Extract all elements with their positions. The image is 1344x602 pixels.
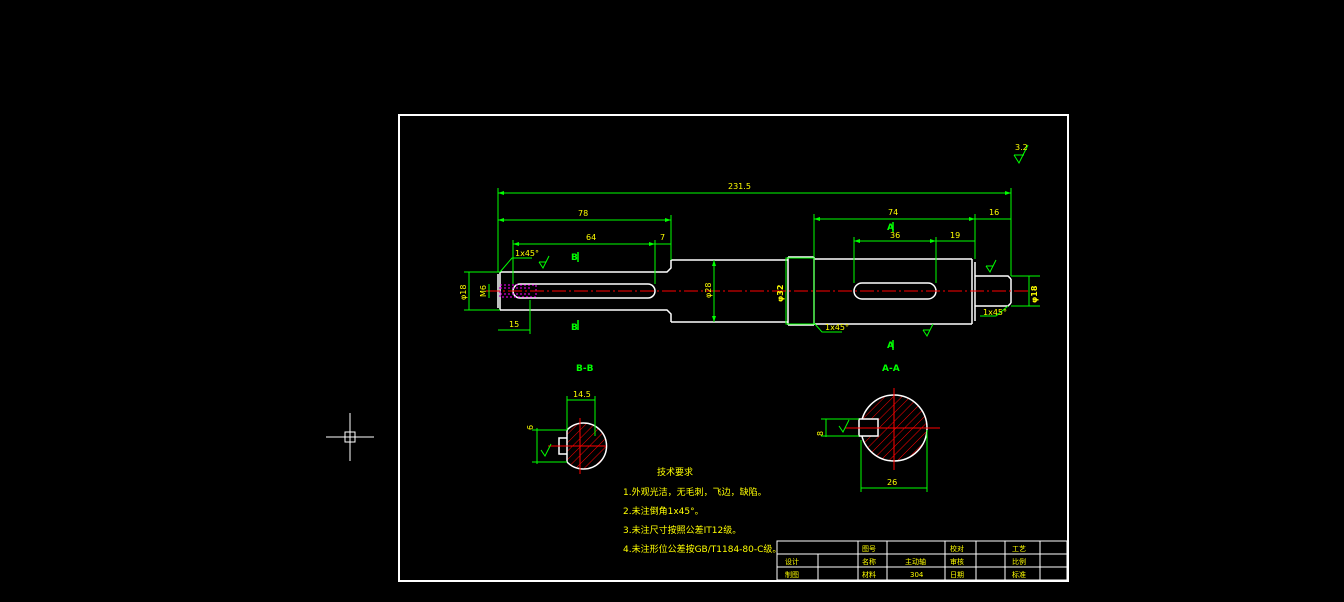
tb-drafter-label: 制图 xyxy=(785,570,799,579)
dim-section-b-depth: 6 xyxy=(526,425,535,430)
title-block xyxy=(776,540,1068,581)
roughness-symbol xyxy=(1013,144,1029,165)
requirement-item-1: 1.外观光洁，无毛刺，飞边，缺陷。 xyxy=(623,486,767,498)
dim-right-key-length: 36 xyxy=(890,231,900,240)
section-b-dimensions xyxy=(532,396,596,464)
tb-process-label: 工艺 xyxy=(1012,545,1026,553)
section-marker-a-top: A xyxy=(887,223,894,233)
dimension-lines xyxy=(464,188,1040,334)
roughness-marks xyxy=(538,255,997,337)
tb-check-label: 校对 xyxy=(950,544,964,553)
tb-standard-label: 标准 xyxy=(1012,570,1026,579)
section-cut-lines xyxy=(577,222,894,350)
dim-left-m: M6 xyxy=(479,285,488,297)
section-title-b: B-B xyxy=(576,364,594,374)
dim-right-end: 16 xyxy=(989,208,999,217)
dim-right-key-offset: 19 xyxy=(950,231,960,240)
dim-section-b-width: 14.5 xyxy=(573,390,591,399)
section-marker-b-top: B xyxy=(571,253,578,263)
section-a-view xyxy=(845,388,940,470)
tb-material-label: 材料 xyxy=(862,570,876,579)
dim-left-diameter: φ18 xyxy=(459,285,468,300)
requirement-item-2: 2.未注倒角1x45°。 xyxy=(623,505,704,517)
section-b-view xyxy=(548,418,608,474)
tb-drawing-no-label: 图号 xyxy=(862,545,876,553)
dim-left-chamfer: 1x45° xyxy=(515,249,539,258)
dim-middle-diameter: φ28 xyxy=(704,283,713,298)
dim-right-diameter: φ18 xyxy=(1030,285,1039,303)
dim-section-a-width: 26 xyxy=(887,478,897,487)
dim-right-chamfer: 1x45° xyxy=(983,308,1007,317)
roughness-value-top: 3.2 xyxy=(1015,143,1028,152)
section-title-a: A-A xyxy=(882,364,900,374)
dim-left-segment: 78 xyxy=(578,209,588,218)
dim-left-offset: 7 xyxy=(660,233,665,242)
section-a-dimensions xyxy=(821,418,928,492)
requirement-item-3: 3.未注尺寸按照公差IT12级。 xyxy=(623,524,741,536)
tb-name-value: 主动轴 xyxy=(905,557,926,566)
tb-scale-label: 比例 xyxy=(1012,557,1026,566)
cad-crosshair-cursor xyxy=(326,413,374,461)
dim-right-segment: 74 xyxy=(888,208,898,217)
dim-left-key-length: 64 xyxy=(586,233,596,242)
dim-section-a-height: 8 xyxy=(816,431,825,436)
tb-material-value: 304 xyxy=(910,571,924,579)
tb-date-label: 日期 xyxy=(950,571,964,579)
dim-left-keyway-start: 15 xyxy=(509,320,519,329)
tb-review-label: 审核 xyxy=(950,557,964,566)
tb-design-label: 设计 xyxy=(785,557,799,566)
dimension-arrows xyxy=(498,191,1011,322)
section-marker-b-bottom: B xyxy=(571,323,578,333)
section-marker-a-bottom: A xyxy=(887,341,894,351)
dim-collar-diameter: φ32 xyxy=(776,285,785,302)
tb-name-label: 名称 xyxy=(862,557,876,566)
requirements-title: 技术要求 xyxy=(657,466,693,478)
dim-collar-chamfer: 1x45° xyxy=(825,323,849,332)
dim-overall-length: 231.5 xyxy=(728,182,751,191)
drawing-frame xyxy=(398,114,1069,582)
requirement-item-4: 4.未注形位公差按GB/T1184-80-C级。 xyxy=(623,543,781,555)
